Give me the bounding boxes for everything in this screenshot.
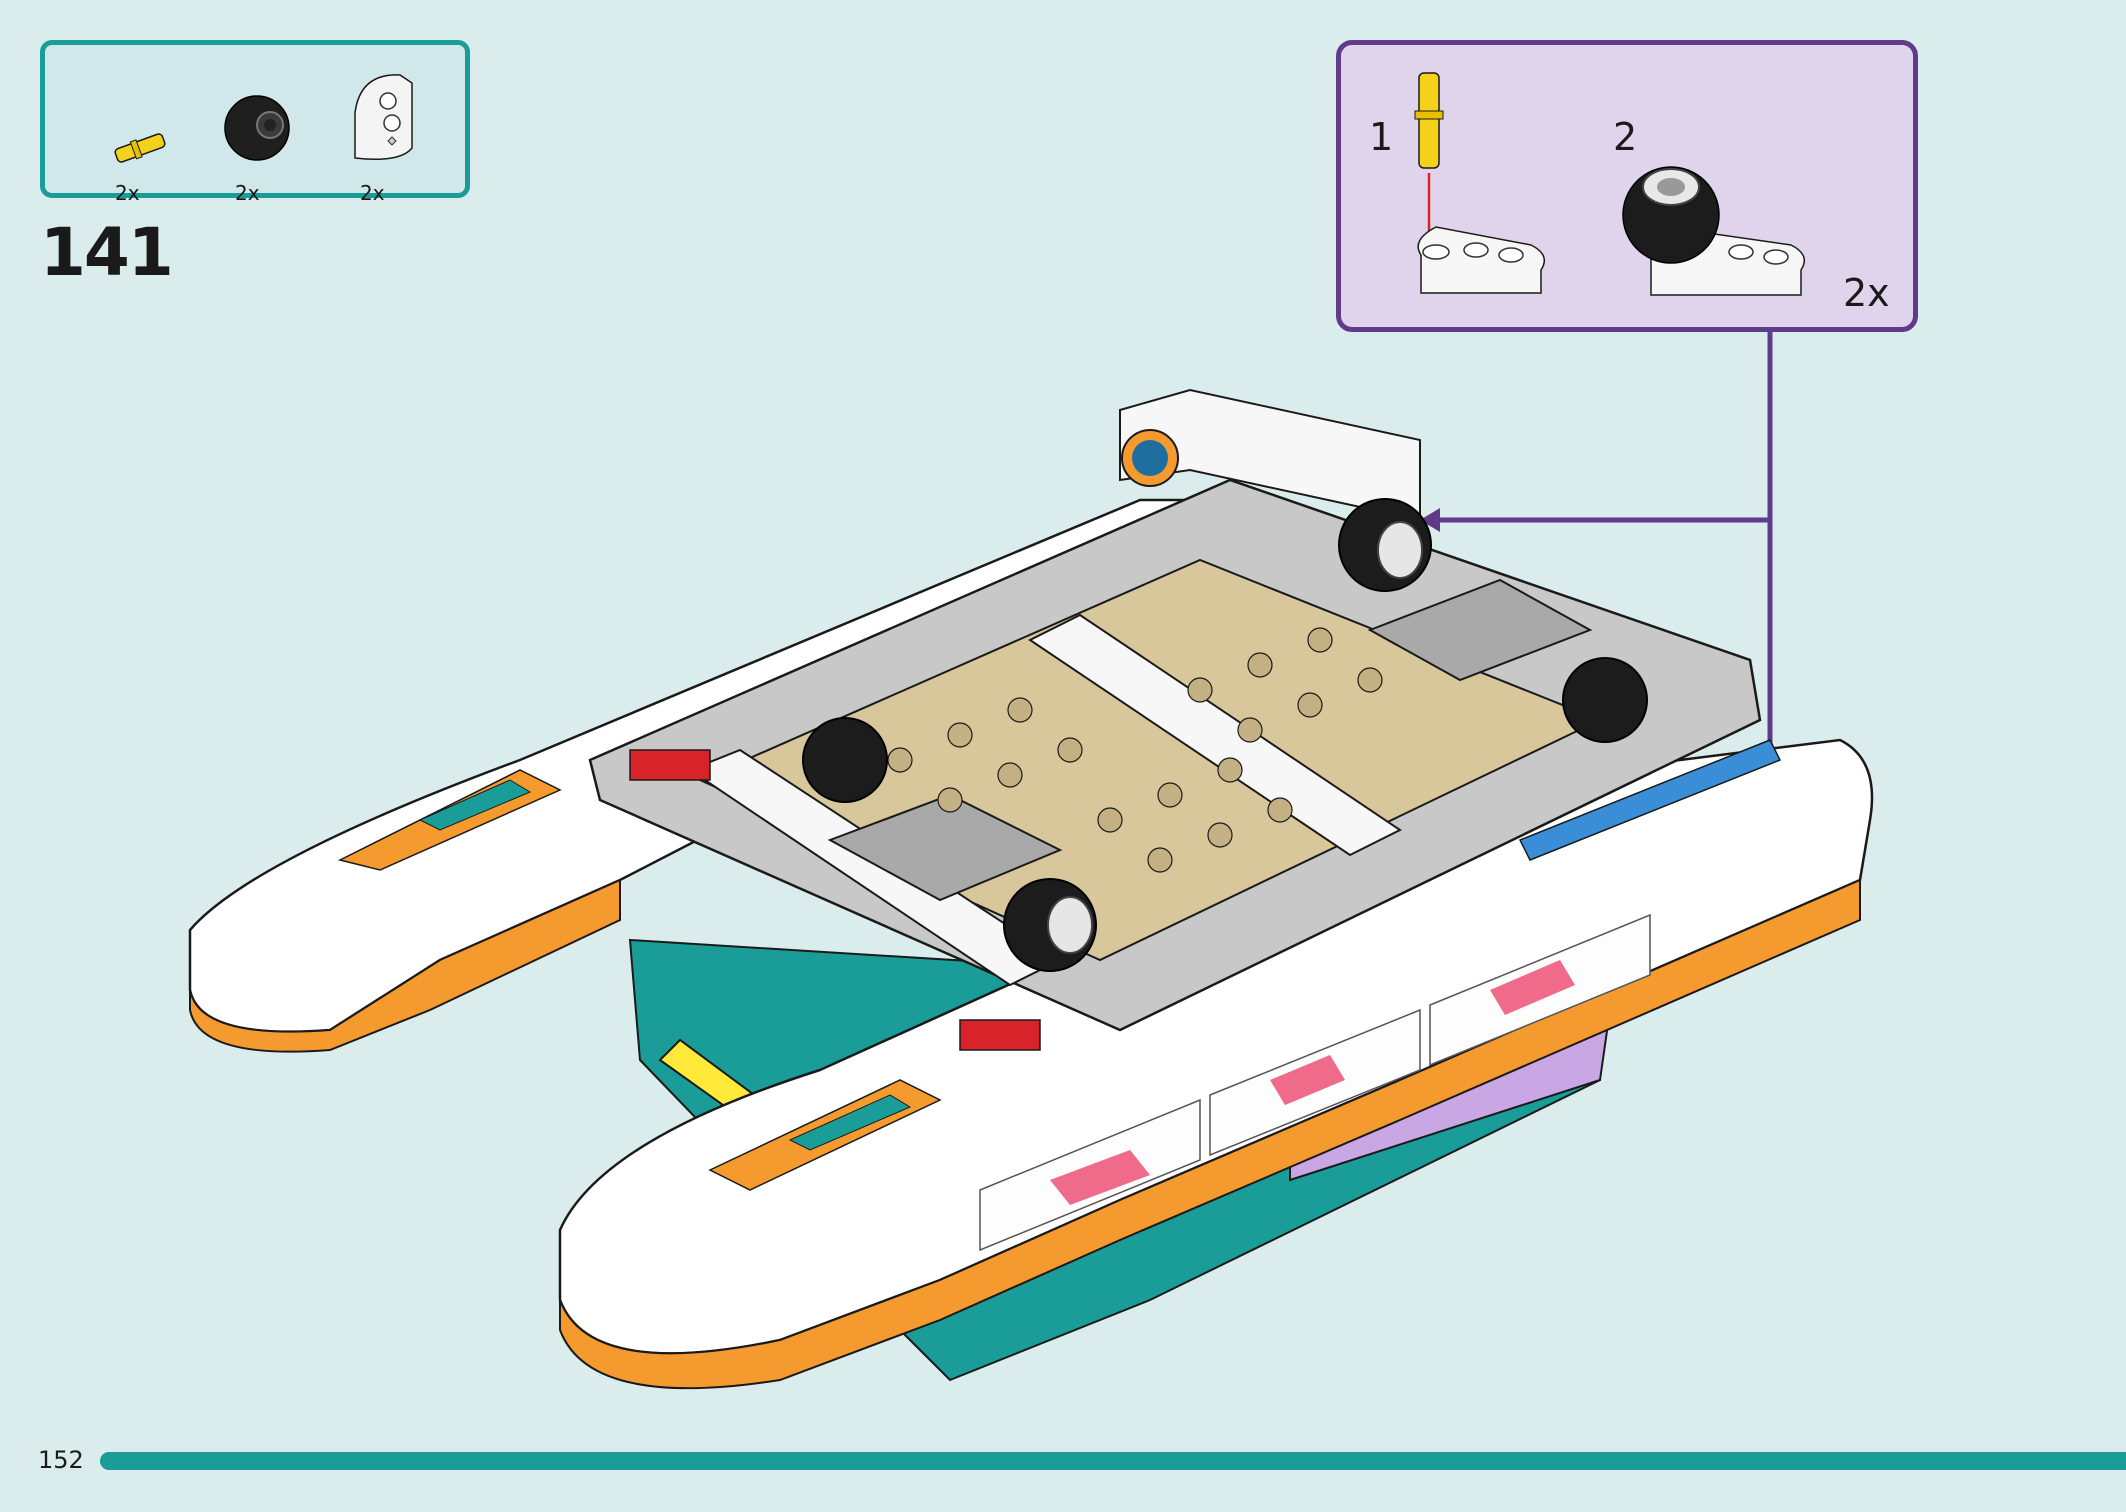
- part-wheel-qty: 2x: [235, 181, 260, 205]
- page-number: 152: [38, 1446, 84, 1474]
- progress-bar: [100, 1452, 2126, 1470]
- substep-2-number: 2: [1613, 115, 1638, 159]
- part-plate: 2x: [340, 63, 430, 205]
- parts-list-panel: 2x 2x 2x: [40, 40, 470, 205]
- part-pin: 2x: [95, 63, 185, 205]
- substep-2-illustration: [1622, 166, 1806, 296]
- black-wheel-icon: [224, 95, 290, 161]
- part-pin-qty: 2x: [115, 181, 140, 205]
- substep-2-qty: 2x: [1843, 271, 1890, 315]
- substep-illustrations: [1414, 72, 1806, 296]
- substep-1-illustration: [1414, 72, 1546, 294]
- part-wheel: 2x: [215, 63, 305, 205]
- right-pontoon: [558, 738, 1874, 1390]
- yellow-pin-icon: [114, 133, 166, 163]
- part-plate-qty: 2x: [360, 181, 385, 205]
- white-curved-plate-icon: [354, 74, 413, 160]
- wheel-assemblies: [802, 498, 1648, 972]
- step-number: 141: [40, 214, 174, 291]
- progress-bar-fill: [100, 1452, 2126, 1470]
- substep-1-number: 1: [1369, 115, 1394, 159]
- deck-frame: [588, 478, 1782, 1051]
- subassembly-callout: 1 2 2x: [1336, 40, 1918, 332]
